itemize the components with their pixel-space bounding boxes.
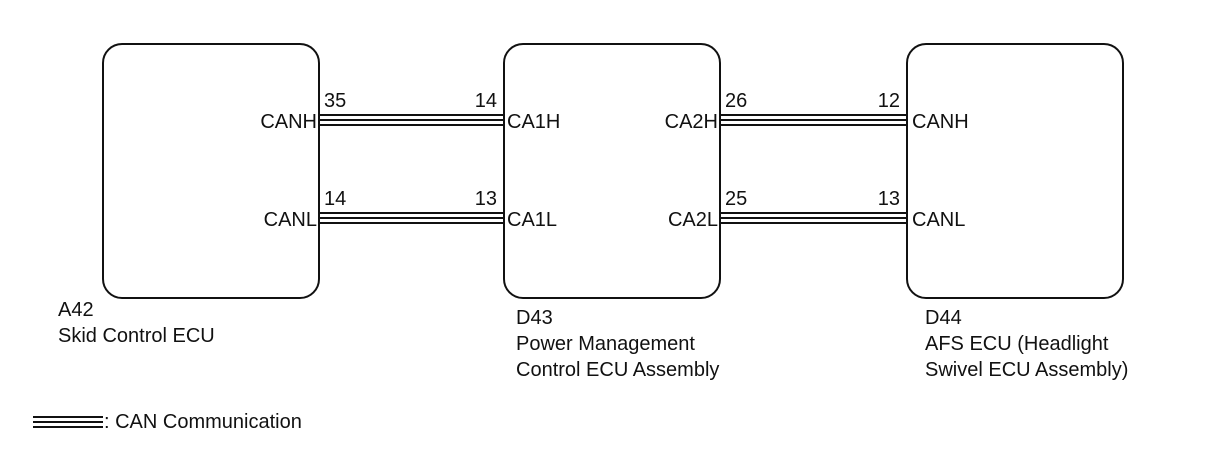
pin-signal-d44-canl: CANL bbox=[912, 209, 966, 231]
ecu-box-a42 bbox=[102, 43, 320, 299]
pin-signal-d43-ca2h: CA2H bbox=[664, 111, 718, 133]
component-name-line: Swivel ECU Assembly) bbox=[925, 359, 1129, 381]
component-code: D44 bbox=[925, 307, 962, 329]
component-name-line: Power Management bbox=[516, 333, 695, 355]
pin-number-a42-canl: 14 bbox=[324, 188, 347, 210]
pin-number-d44-canh: 12 bbox=[877, 90, 900, 112]
legend-label: : CAN Communication bbox=[104, 411, 302, 433]
component-name-line: Skid Control ECU bbox=[58, 325, 215, 347]
component-code: D43 bbox=[516, 307, 553, 329]
pin-number-d44-canl: 13 bbox=[877, 188, 900, 210]
can-wire-canh-a42-d43 bbox=[320, 114, 503, 128]
component-label-a42: A42 Skid Control ECU bbox=[58, 297, 215, 349]
pin-signal-a42-canl: CANL bbox=[263, 209, 317, 231]
pin-signal-d43-ca1h: CA1H bbox=[507, 111, 561, 133]
pin-signal-d43-ca2l: CA2L bbox=[667, 209, 718, 231]
can-wire-canl-a42-d43 bbox=[320, 212, 503, 226]
component-code: A42 bbox=[58, 299, 94, 321]
can-wire-canl-d43-d44 bbox=[721, 212, 906, 226]
pin-signal-d44-canh: CANH bbox=[912, 111, 969, 133]
pin-number-d43-ca1l: 13 bbox=[474, 188, 497, 210]
component-label-d44: D44 AFS ECU (Headlight Swivel ECU Assemb… bbox=[925, 305, 1128, 383]
component-name-line: Control ECU Assembly bbox=[516, 359, 720, 381]
can-wire-canh-d43-d44 bbox=[721, 114, 906, 128]
pin-number-d43-ca2l: 25 bbox=[725, 188, 748, 210]
ecu-box-d43 bbox=[503, 43, 721, 299]
pin-signal-a42-canh: CANH bbox=[260, 111, 317, 133]
pin-signal-d43-ca1l: CA1L bbox=[507, 209, 558, 231]
pin-number-d43-ca1h: 14 bbox=[474, 90, 497, 112]
pin-number-a42-canh: 35 bbox=[324, 90, 347, 112]
component-name-line: AFS ECU (Headlight bbox=[925, 333, 1109, 355]
legend-can-line-symbol bbox=[33, 416, 103, 430]
pin-number-d43-ca2h: 26 bbox=[725, 90, 748, 112]
component-label-d43: D43 Power Management Control ECU Assembl… bbox=[516, 305, 719, 383]
ecu-box-d44 bbox=[906, 43, 1124, 299]
